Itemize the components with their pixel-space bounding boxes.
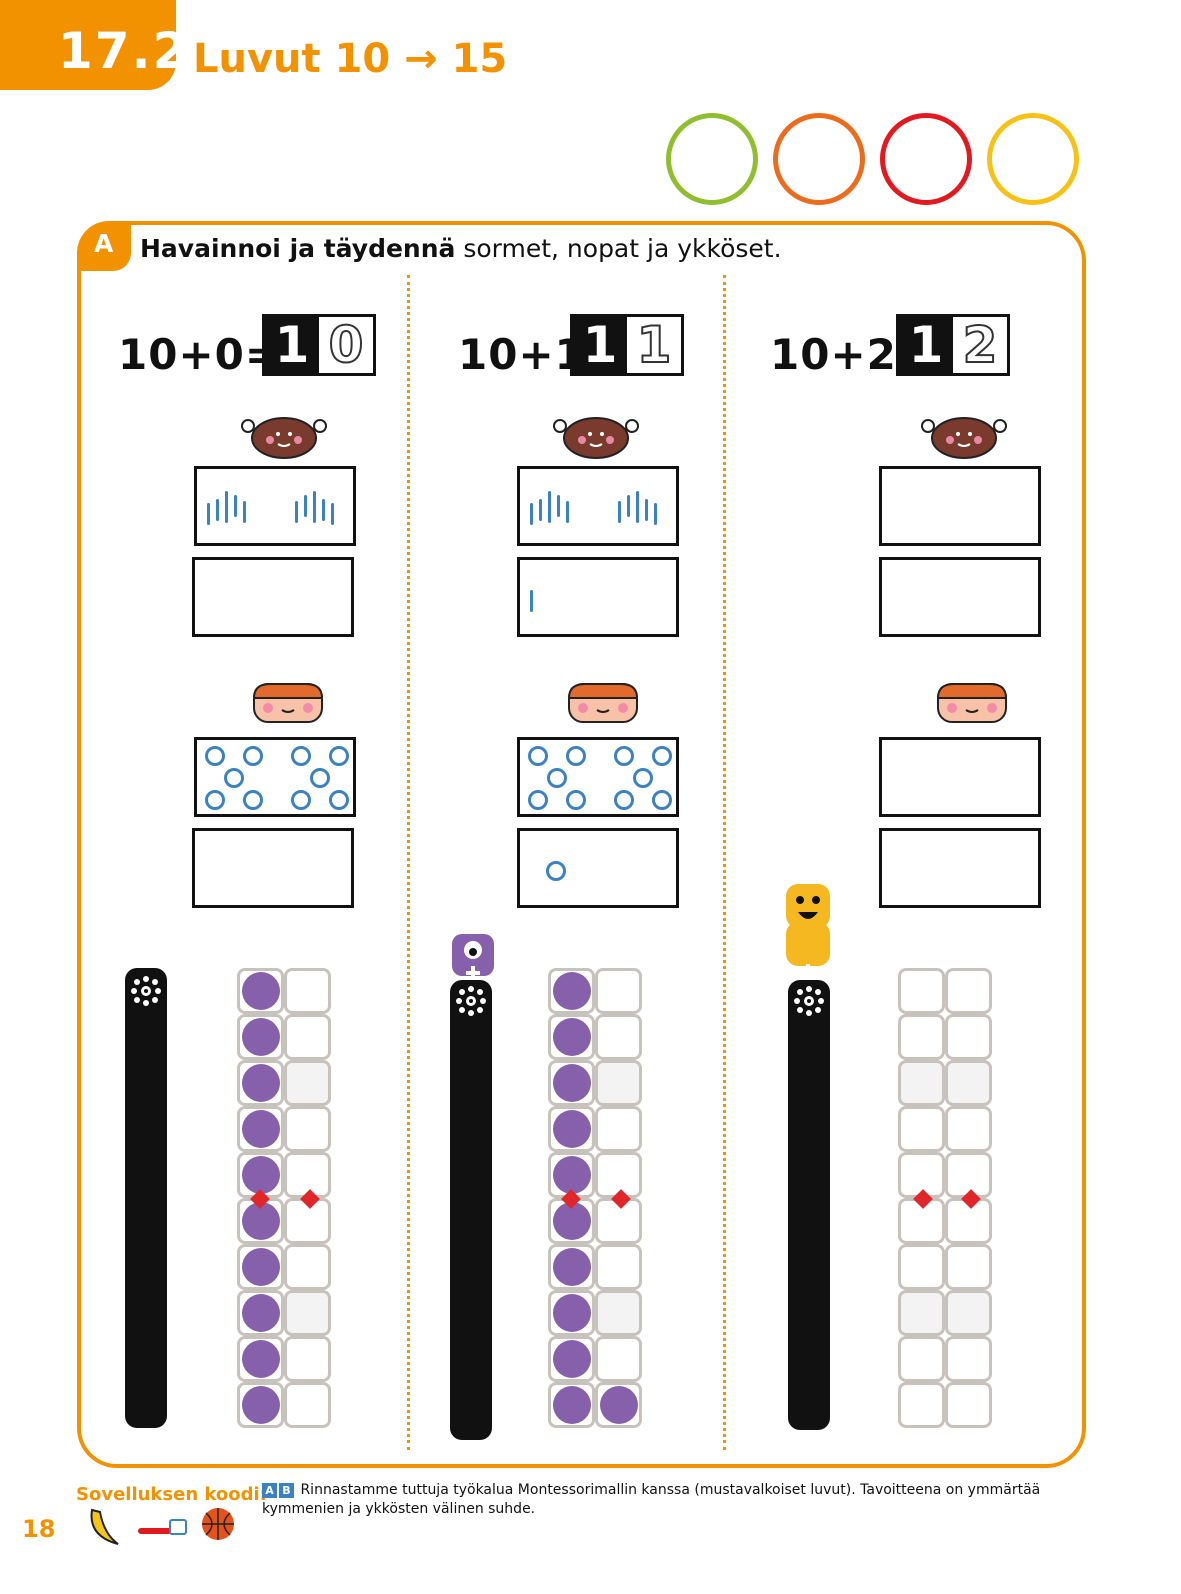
fingers-box-ones[interactable] [517, 557, 679, 637]
chapter-tab [0, 0, 176, 90]
assessment-ring-green[interactable] [666, 113, 758, 205]
ten-rod [788, 980, 830, 1430]
number-card: 1 2 [896, 314, 1010, 376]
chapter-number: 17.2 [58, 22, 190, 80]
fingers-box-tens [194, 466, 356, 546]
dice-box-ones[interactable] [192, 828, 354, 908]
column-divider [723, 275, 726, 1450]
app-code-label: Sovelluksen koodi: [76, 1484, 267, 1505]
smiling-unit-icon [786, 884, 830, 980]
note-badge-b: B [279, 1483, 294, 1498]
dice-box-tens [517, 737, 679, 817]
task-badge: A [77, 221, 131, 271]
girl-face-icon [241, 417, 327, 459]
page-number: 18 [22, 1515, 56, 1543]
dice-box-ones[interactable] [517, 828, 679, 908]
task-frame [77, 221, 1086, 1468]
note-badge-a: A [262, 1483, 277, 1498]
task-instruction: Havainnoi ja täydennä sormet, nopat ja y… [140, 234, 782, 263]
boy-face-icon [936, 683, 1008, 723]
assessment-ring-yellow[interactable] [987, 113, 1079, 205]
teacher-note-text: Rinnastamme tuttuja työkalua Montessorim… [262, 1482, 1041, 1517]
flower-icon [794, 986, 824, 1016]
girl-face-icon [553, 417, 639, 459]
ones-digit[interactable]: 0 [319, 316, 373, 374]
ten-frame-column-2 [548, 968, 645, 1430]
dice-box-tens [194, 737, 356, 817]
girl-face-icon [921, 417, 1007, 459]
equation: 10+0= [118, 330, 282, 379]
flower-icon [131, 976, 161, 1006]
ones-digit[interactable]: 2 [953, 316, 1007, 374]
ten-rod [450, 980, 492, 1440]
page-title: Luvut 10 → 15 [193, 36, 508, 82]
tens-digit: 1 [265, 317, 319, 373]
dice-box-tens[interactable] [879, 737, 1041, 817]
number-card: 1 0 [262, 314, 376, 376]
column-divider [407, 275, 410, 1450]
ten-rod [125, 968, 167, 1428]
fingers-box-ones[interactable] [879, 557, 1041, 637]
boy-face-icon [252, 683, 324, 723]
tens-digit: 1 [899, 317, 953, 373]
assessment-ring-orange[interactable] [773, 113, 865, 205]
ones-digit[interactable]: 1 [627, 316, 681, 374]
ten-frame-column-1 [237, 968, 334, 1430]
fingers-box-tens[interactable] [879, 466, 1041, 546]
dice-box-ones[interactable] [879, 828, 1041, 908]
banana-icon [90, 1508, 119, 1545]
boy-face-icon [567, 683, 639, 723]
basketball-icon [202, 1508, 234, 1540]
fingers-box-tens [517, 466, 679, 546]
toothbrush-icon [138, 1519, 187, 1535]
number-card: 1 1 [570, 314, 684, 376]
tens-digit: 1 [573, 317, 627, 373]
ten-frame-column-3[interactable] [898, 968, 995, 1430]
flower-icon [456, 986, 486, 1016]
assessment-ring-red[interactable] [880, 113, 972, 205]
one-eyed-unit-icon [452, 934, 494, 980]
fingers-box-ones[interactable] [192, 557, 354, 637]
